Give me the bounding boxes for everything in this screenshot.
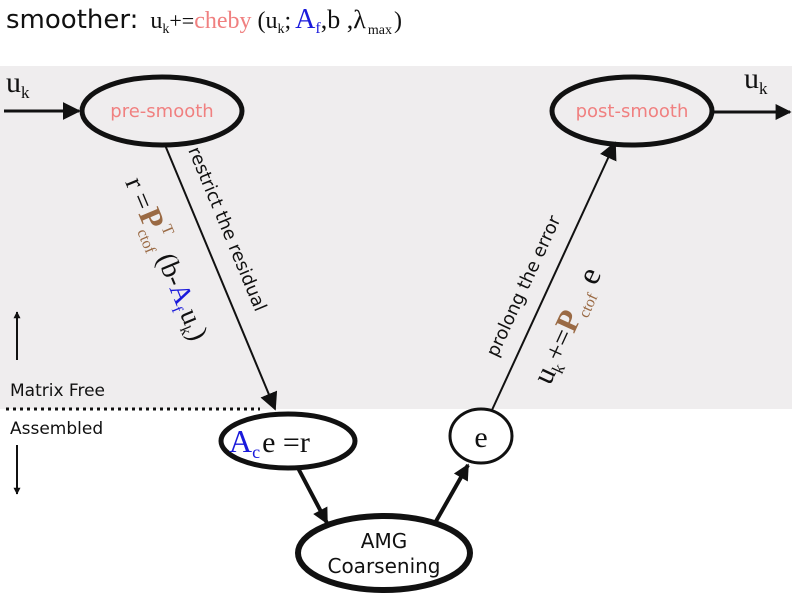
assembled-label: Assembled [10, 419, 103, 439]
coarse-system-node [218, 411, 358, 471]
to-amg-arrow [296, 467, 329, 525]
error-node [448, 407, 514, 465]
pre-smooth-label: pre-smooth [110, 101, 213, 122]
input-uk: uk [6, 66, 30, 102]
restrict-arrow [164, 144, 278, 411]
amg-label-line1: AMG [361, 529, 407, 553]
output-uk: uk [744, 62, 768, 98]
pre-smooth-node [79, 74, 245, 148]
amg-coarsening-node [295, 513, 473, 593]
coarse-system-formula: Ace =r [229, 423, 310, 462]
prolong-arrow [491, 141, 617, 411]
from-amg-arrow [433, 463, 470, 524]
post-smooth-label: post-smooth [576, 101, 689, 122]
error-label: e [474, 421, 487, 454]
amg-label-line2: Coarsening [327, 554, 440, 578]
matrix-free-label: Matrix Free [10, 381, 105, 401]
